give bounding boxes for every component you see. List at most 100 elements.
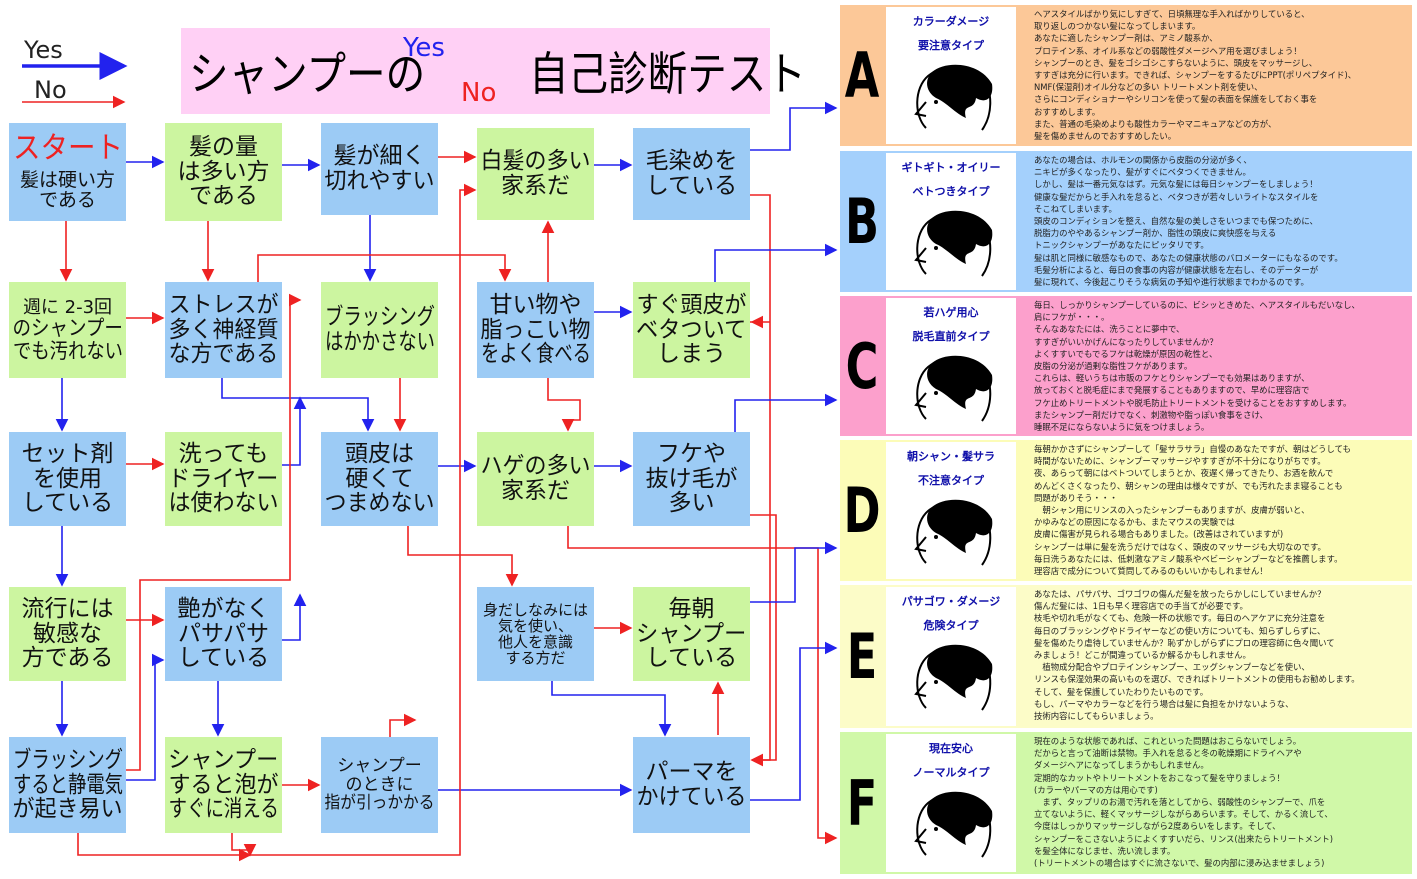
result-type-name: 現在安心 [929, 742, 973, 755]
question-node: 週に 2-3回のシャンプーでも汚れない [9, 282, 126, 378]
question-node: 髪の量は多い方である [165, 123, 282, 221]
result-letter: F [846, 766, 878, 840]
result-description-line: 今度はしっかりマッサージしながら2度あらいをします。そして、 [1034, 821, 1281, 832]
title-right: 自己診断テスト [529, 47, 806, 101]
node-text-line: している [177, 645, 270, 672]
head-illustration-icon [914, 355, 993, 422]
result-description-line: もし、パーマやカラーなどを行う場合は髪に負担をかけないような、 [1034, 698, 1294, 709]
node-text-line: 家系だ [501, 478, 570, 504]
node-text-line: 脂っこい物 [480, 316, 591, 343]
question-node: 髪が細く切れやすい [321, 123, 438, 215]
node-text-line: 身だしなみには [482, 600, 588, 619]
result-type-panel: 現在安心ノーマルタイプ [886, 734, 1016, 872]
question-node: 身だしなみには気を使い、他人を意識する方だ [477, 587, 594, 681]
result-description-line: 毛髪分析によると、毎日の食事の内容が健康状態を左右し、そのデーターが [1034, 264, 1319, 275]
result-description-line: すすぎがいいかげんになったりしていませんか？ [1034, 336, 1218, 347]
question-node: 頭皮は硬くてつまめない [321, 432, 438, 526]
result-letter: A [844, 39, 880, 112]
node-text-line: はかかさない [324, 329, 435, 355]
result-type-name: 危険タイプ [923, 618, 979, 632]
node-text-line: シャンプー [636, 620, 747, 647]
result-description-line: フケ止めトリートメントや脱毛防止トリートメントを受けることをおすすめします。 [1034, 397, 1352, 408]
no-arrow [231, 833, 257, 857]
result-description-line: 頭皮のコンディションを整え、自然な髪の美しさをいつまでも保つために、 [1034, 216, 1318, 227]
result-description-line: シャンプーをこさないようによくすすいだら、リンス(出来たらトリートメント) [1034, 833, 1334, 844]
node-text-line: ストレスが [168, 291, 279, 318]
head-illustration-icon [914, 210, 993, 277]
result-description-line: すすぎは充分に行います。できれば、シャンプーをするたびにPPT(ポリペプタイド)… [1034, 70, 1357, 81]
node-text-line: 髪は硬い方 [19, 168, 115, 191]
question-node: ブラッシングすると静電気が起き易い [9, 737, 126, 833]
node-text-line: パサパサ [177, 620, 270, 647]
node-text-line: 毛染めを [645, 148, 738, 175]
result-description-line: そして、髪を保護していたわりたいものです。 [1034, 686, 1209, 697]
result-description-line: かゆみなどの原因になるかも、またマウスの実験では [1034, 517, 1235, 528]
result-description-line: しかし、髪は一番元気なはず。元気な髪には毎日シャンプーをしましょう！ [1034, 179, 1318, 190]
result-description-line: また、普通の毛染めよりも酸性カラーやマニキュアなどの方が、 [1034, 118, 1277, 129]
yes-arrow [714, 243, 838, 282]
node-text-line: 洗っても [178, 440, 269, 467]
node-text-line: でも汚れない [12, 338, 123, 363]
node-text-line: すると泡が [168, 771, 279, 798]
result-description-line: 髪を傷めたり虐待していませんか？恥ずかしがらずにプロの理容師に色々聞いて [1034, 637, 1335, 648]
result-type-panel: パサゴワ・ダメージ危険タイプ [886, 587, 1016, 726]
result-type-name: ノーマルタイプ [912, 765, 990, 779]
result-description: 毎日、しっかりシャンプーしているのに、ビシッときめた、ヘアスタイルもだいなし、肩… [1034, 299, 1408, 433]
node-text-line: を使用 [33, 465, 102, 492]
yes-arrow [750, 101, 838, 151]
result-description: ヘアスタイルばかり気にしすぎて、日頃無理な手入ればかりしていると、取り返しのつか… [1034, 8, 1408, 142]
result-description-line: 植物成分配合やプロテインシャンプー、エッグシャンプーなどを使い、 [1034, 662, 1310, 673]
node-text-line: 抜け毛が [645, 465, 738, 492]
result-description-line: 髪に現れて、今後起こりそうな病気の予知や進行状態までわかるのです。 [1034, 277, 1309, 288]
result-description-line: 技術内容にしてもらいましょう。 [1034, 711, 1159, 722]
head-illustration-icon [914, 499, 993, 566]
node-text-line: している [21, 490, 114, 517]
question-node: 毎朝シャンプーしている [633, 587, 750, 681]
yes-arrow [750, 541, 838, 603]
node-text-line: な方である [168, 341, 279, 368]
result-type-name: 朝シャン・髪サラ [907, 450, 995, 463]
result-description-line: 傷んだ髪には、1日も早く理容店での手当てが必要です。 [1034, 601, 1248, 612]
node-text-line: ブラッシング [324, 304, 435, 331]
node-text-line: 艶がなく [177, 595, 270, 622]
no-arrow [750, 194, 771, 767]
result-description: あなたの場合は、ホルモンの関係から皮脂の分泌が多く、ニキビが多くなったり、髪がす… [1034, 154, 1408, 288]
result-description-line: 髪は肌と同様に敏感なもので、あなたの健康状態のバロメーターにもなるのです。 [1034, 252, 1343, 263]
result-description-line: あなたは、パサパサ、ゴワゴワの傷んだ髪を放ったらかしにしていませんか？ [1034, 589, 1326, 599]
result-type-name: 不注意タイプ [918, 473, 984, 487]
question-node: ストレスが多く神経質な方である [165, 282, 282, 378]
node-text-line: 流行には [21, 595, 114, 622]
result-type-name: パサゴワ・ダメージ [901, 595, 1001, 608]
result-letter: D [843, 474, 881, 547]
node-text-line: 頭皮は [345, 440, 414, 467]
node-text-line: している [645, 173, 738, 199]
node-text-line: つまめない [324, 490, 435, 517]
result-description-line: よくすすいでもでるフケは乾燥が原因の乾性と、 [1034, 348, 1218, 359]
result-description-line: 理容店で成分について質問してみるのもいいかもしれません！ [1034, 566, 1268, 577]
node-text-line: をよく食べる [480, 341, 591, 368]
result-description-line: 毎朝かかさずにシャンプーして「髪サラサラ」自慢のあなたですが、朝はどうしても [1034, 444, 1351, 454]
node-text-line: は多い方 [177, 158, 270, 185]
node-text-line: 甘い物や [489, 291, 582, 318]
result-description-line: トニックシャンプーがあなたにピッタリです。 [1034, 240, 1209, 251]
yes-arrow [750, 641, 838, 801]
node-text-line: 髪が細く [333, 143, 426, 170]
node-text-line: である [39, 189, 96, 212]
node-text-line: 多く神経質 [168, 316, 279, 343]
result-description-line: プロテイン系、オイル系などの弱酸性ダメージヘア用を選びましょう！ [1034, 45, 1302, 56]
result-description-line: さらにコンディショナーやシリコンを使って髪の表面を保護をしておく事を [1034, 94, 1318, 105]
result-type-name: 若ハゲ用心 [923, 306, 979, 319]
result-description-line: 皮脂の分泌が過剰な脂性フケがあります。 [1034, 361, 1193, 372]
result-description-line: (カラーやパーマの方は用心です) [1034, 784, 1158, 795]
node-text-line: シャンプー [337, 756, 422, 777]
result-description-line: おすすめします。 [1034, 106, 1101, 117]
question-node: 洗ってもドライヤーは使わない [165, 432, 282, 526]
node-text-line: のシャンプー [12, 316, 123, 341]
title-yes: Yes [403, 33, 445, 63]
result-description-line: 夜、あらって朝にはベトついてしまうとか、夜遅く帰ってきたり、お酒を飲んで [1034, 468, 1334, 479]
no-arrow [257, 254, 512, 282]
